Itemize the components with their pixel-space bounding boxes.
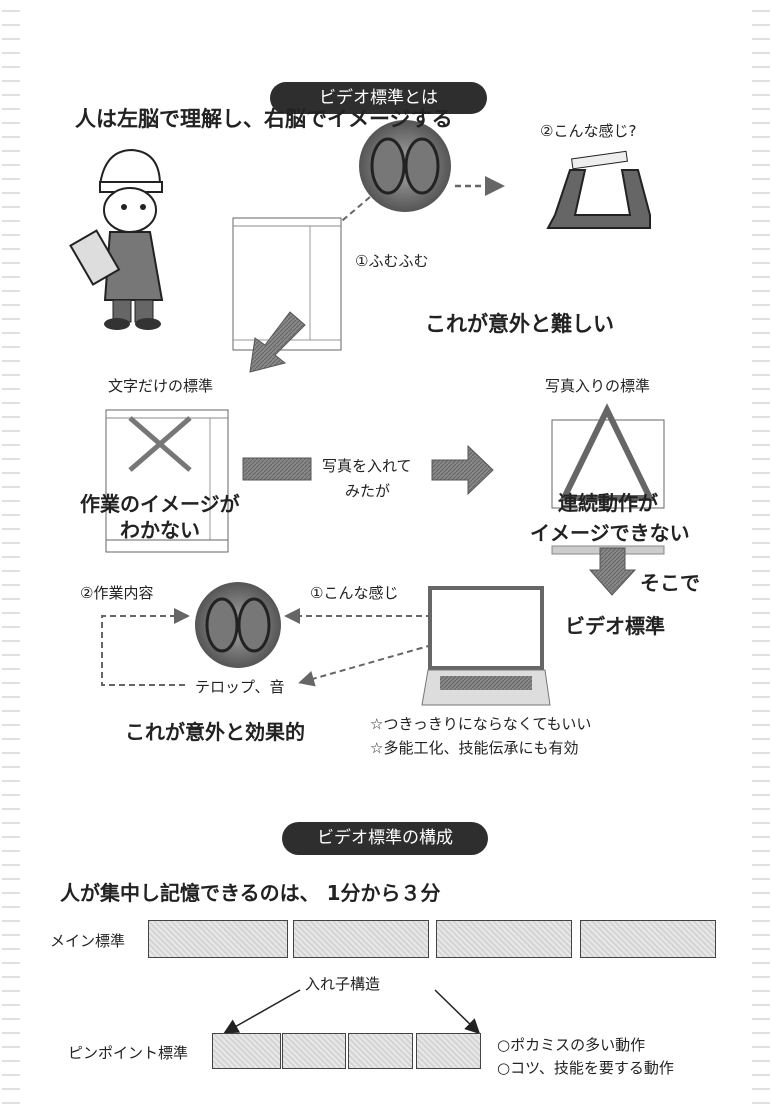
main-standard-segment xyxy=(293,920,429,958)
pinpoint-segment xyxy=(282,1033,346,1069)
effective-text: これが意外と効果的 xyxy=(125,720,305,744)
so-text: そこで xyxy=(640,571,700,595)
section-title-structure: ビデオ標準の構成 xyxy=(282,822,488,855)
photo-problem-1: 連続動作が xyxy=(558,491,658,515)
main-standard-segment xyxy=(436,920,572,958)
benefit-1: ☆つきっきりにならなくてもいい xyxy=(370,715,592,733)
hands-illustration xyxy=(546,150,651,229)
imagine-label: ②こんな感じ? xyxy=(540,122,637,140)
like-this-label: ①こんな感じ xyxy=(310,584,399,602)
text-only-problem-1: 作業のイメージが xyxy=(80,492,240,516)
photo-problem-2: イメージできない xyxy=(530,521,690,545)
brain-image-2 xyxy=(195,582,281,668)
main-standard-segment xyxy=(580,920,716,958)
middle-text-1: 写真を入れて xyxy=(322,457,412,475)
middle-text-2: みたが xyxy=(345,482,391,500)
brain-image-1 xyxy=(359,120,451,212)
heading-left-right-brain: 人は左脳で理解し、右脳でイメージする xyxy=(75,107,453,131)
text-only-label: 文字だけの標準 xyxy=(108,377,214,395)
main-standard-label: メイン標準 xyxy=(50,932,126,950)
down-arrow xyxy=(588,547,637,596)
read-label: ①ふむふむ xyxy=(355,252,429,270)
video-standard-text: ビデオ標準 xyxy=(565,614,665,638)
text-document-1 xyxy=(232,217,342,351)
text-only-document xyxy=(105,409,229,553)
work-content-label: ②作業内容 xyxy=(80,584,154,602)
laptop-illustration xyxy=(421,586,551,706)
bar-shape xyxy=(242,457,312,481)
pinpoint-segment xyxy=(348,1033,413,1069)
text-only-problem-2: わかない xyxy=(120,518,200,542)
main-standard-segment xyxy=(148,920,288,958)
photo-label: 写真入りの標準 xyxy=(545,377,651,395)
worker-illustration xyxy=(69,148,164,330)
section-title-video-standard: ビデオ標準とは xyxy=(270,82,487,114)
down-left-arrow xyxy=(249,311,306,373)
pinpoint-segment xyxy=(212,1033,281,1069)
page-edge-left xyxy=(2,0,20,1104)
pinpoint-note-2: ○コツ、技能を要する動作 xyxy=(497,1059,674,1077)
page-edge-right xyxy=(752,0,770,1104)
benefit-2: ☆多能工化、技能伝承にも有効 xyxy=(370,739,579,757)
pinpoint-standard-label: ピンポイント標準 xyxy=(68,1044,189,1062)
pinpoint-note-1: ○ポカミスの多い動作 xyxy=(497,1036,646,1054)
nested-structure-label: 入れ子構造 xyxy=(305,975,381,993)
right-arrow xyxy=(431,444,494,496)
telop-label: テロップ、音 xyxy=(195,678,285,696)
heading-attention-span: 人が集中し記憶できるのは、 1分から３分 xyxy=(60,881,441,905)
pinpoint-segment xyxy=(416,1033,481,1069)
difficult-text: これが意外と難しい xyxy=(425,312,614,336)
